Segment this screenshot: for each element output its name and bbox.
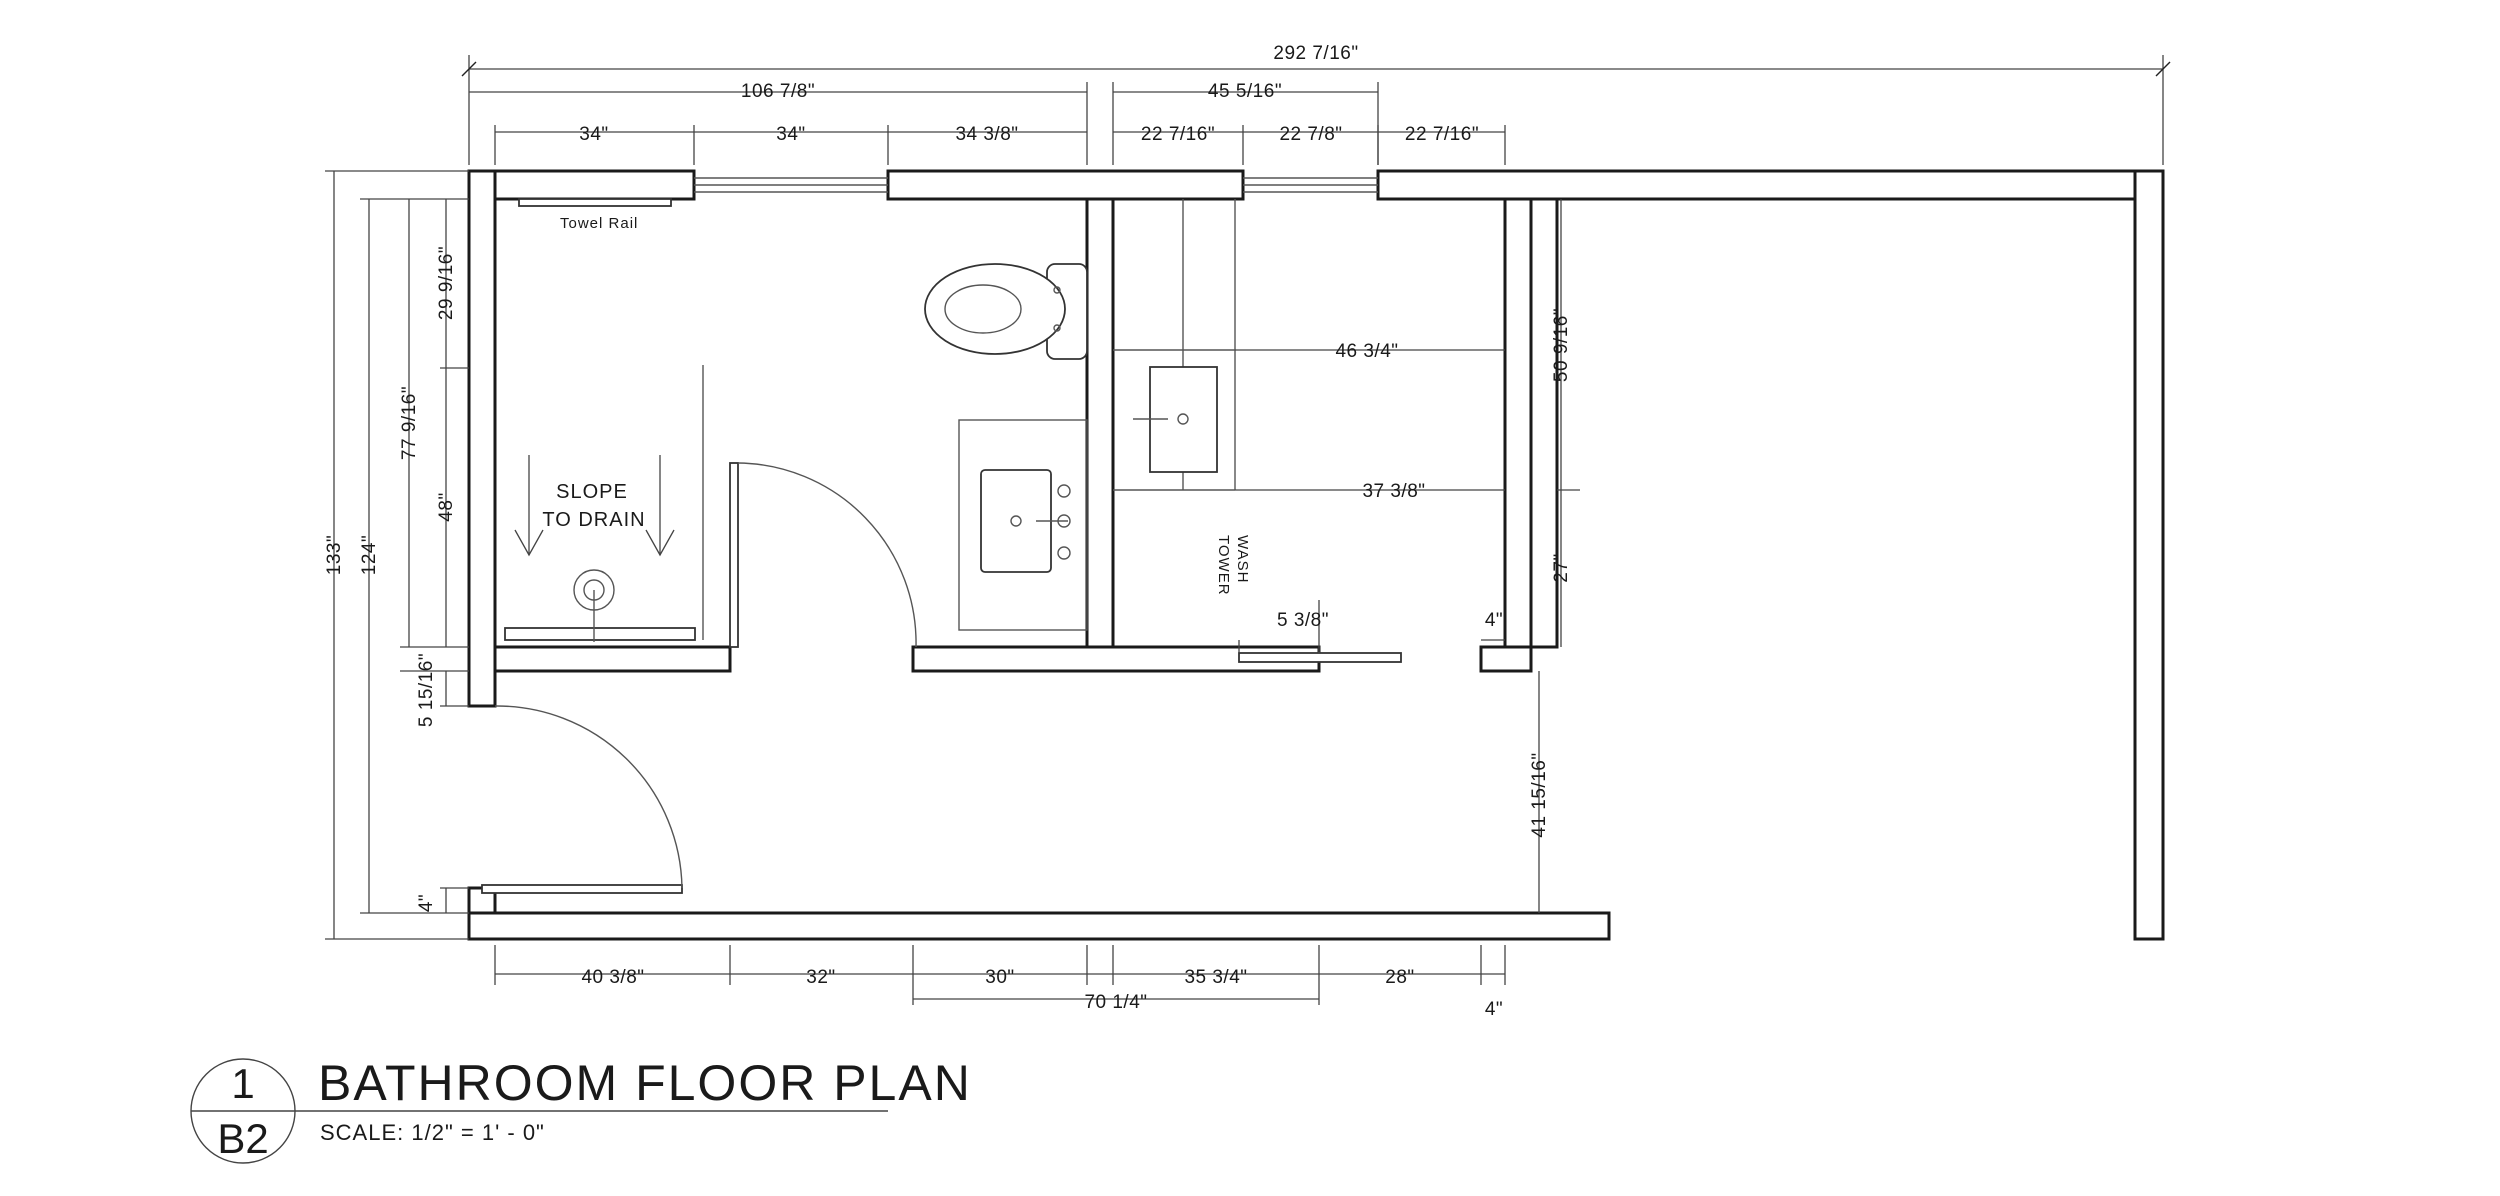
dim-top-d: 22 7/16" [1141,124,1215,145]
sheet-number: B2 [217,1115,268,1162]
dim-top-b: 34" [776,124,805,145]
vanity [958,419,1088,631]
dim-niche-width: 46 3/4" [1335,341,1398,362]
dim-bottom-sub: 70 1/4" [1084,992,1147,1013]
dim-height-total: 133" [324,535,345,575]
dimension-labels: 292 7/16" 106 7/8" 45 5/16" 34" 34" 34 3… [324,43,1572,1020]
top-wall-left [467,169,696,201]
laundry-right-wall [1503,197,1533,649]
shower: SLOPE TO DRAIN [504,365,704,642]
dim-right-lower: 27" [1551,553,1572,582]
tower-label: TOWER [1215,535,1232,596]
laundry: WASH TOWER [1113,199,1251,596]
towel-rail-label: Towel Rail [560,215,638,232]
dimension-lines [325,55,2171,1005]
title-block: 1 B2 BATHROOM FLOOR PLAN SCALE: 1/2" = 1… [190,1055,972,1164]
dim-bottom-d: 35 3/4" [1184,967,1247,988]
drain-label: TO DRAIN [542,509,645,531]
dim-right-upper: 50 9/16" [1551,308,1572,382]
shower-door [729,462,917,648]
dim-height-inner: 124" [359,535,380,575]
dim-bottom-c: 30" [985,967,1014,988]
dim-bottom-a: 40 3/8" [581,967,644,988]
far-right-wall [2133,169,2165,941]
dim-overall: 292 7/16" [1273,43,1358,64]
dim-bottom-wall: 4" [1485,999,1503,1020]
dim-right-section: 45 5/16" [1208,81,1282,102]
top-wall-right [1376,169,2165,201]
dim-top-c: 34 3/8" [955,124,1018,145]
shower-threshold [504,627,696,641]
toilet [924,263,1088,360]
drawing-number: 1 [231,1060,254,1107]
top-wall-middle [886,169,1245,201]
dim-left-upper: 29 9/16" [436,246,457,320]
dim-right-opening: 41 15/16" [1529,752,1550,837]
left-wall-upper [467,169,497,708]
towel-rail: Towel Rail [518,198,672,232]
partition-wall [1085,197,1115,649]
toilet-bowl [924,263,1066,355]
drawing-scale: SCALE: 1/2" = 1' - 0" [320,1120,545,1145]
dim-left-section: 106 7/8" [741,81,815,102]
dim-left-wall: 4" [416,894,437,912]
slope-label: SLOPE [556,481,628,503]
dim-wash-width: 37 3/8" [1362,481,1425,502]
bottom-wall [467,911,1611,941]
dim-left-gap: 5 15/16" [416,653,437,727]
vanity-cabinet [958,419,1088,631]
dim-left-lower: 48" [436,492,457,521]
drawing-title: BATHROOM FLOOR PLAN [318,1055,972,1111]
wash-label: WASH [1234,535,1251,583]
dim-door-jamb: 5 3/8" [1277,610,1329,631]
windows [694,177,1378,193]
laundry-door [1238,652,1402,663]
dim-wall-4: 4" [1485,610,1503,631]
dim-top-e: 22 7/8" [1279,124,1342,145]
dim-top-f: 22 7/16" [1405,124,1479,145]
stub-wall [1479,645,1533,673]
entry-door [481,705,683,894]
shower-bottom-wall [493,645,732,673]
dim-bottom-b: 32" [806,967,835,988]
room-left-wall [1529,197,1559,649]
walls [467,169,2165,941]
dim-bottom-e: 28" [1385,967,1414,988]
dim-height-shower: 77 9/16" [399,386,420,460]
dim-top-a: 34" [579,124,608,145]
